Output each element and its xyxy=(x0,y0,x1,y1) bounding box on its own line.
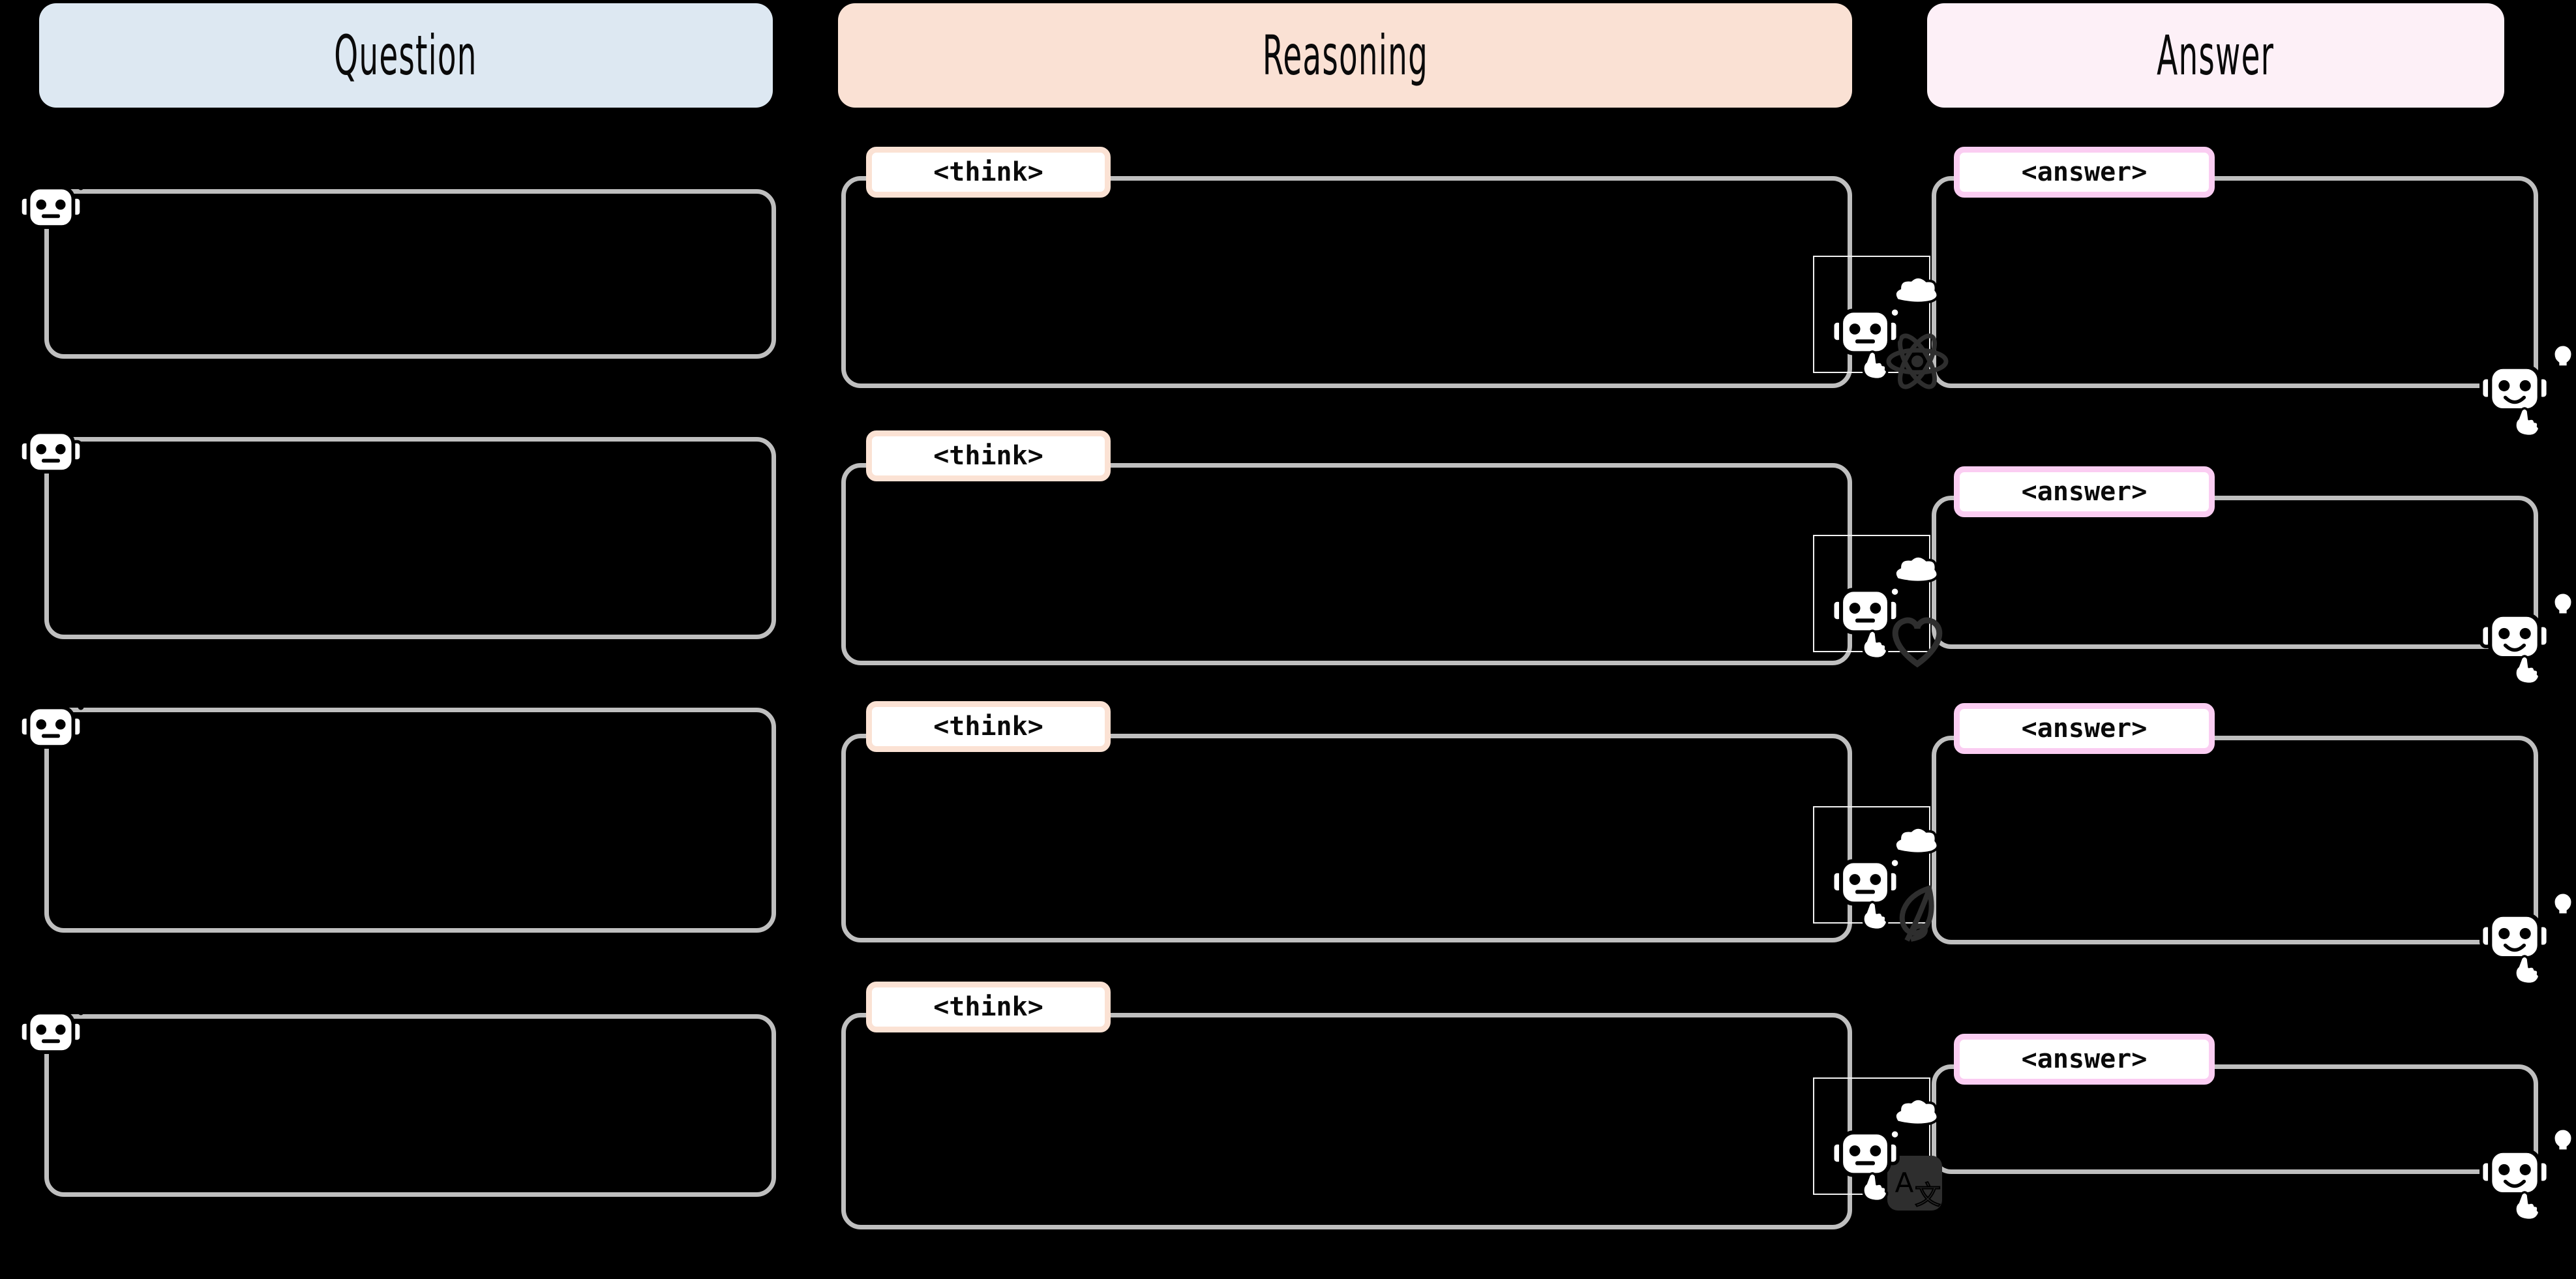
column-header-question: Question xyxy=(39,3,773,108)
robot-thinking-icon xyxy=(1818,1083,1949,1207)
think-tag-label: <think> xyxy=(933,992,1043,1022)
answer-tag-label: <answer> xyxy=(2021,157,2148,187)
column-header-answer: Answer xyxy=(1927,3,2504,108)
robot-question-icon xyxy=(7,667,117,777)
answer-box[interactable] xyxy=(1932,176,2538,388)
question-text xyxy=(49,1019,771,1053)
robot-thinking-icon xyxy=(1818,540,1949,664)
robot-answer-idea-icon xyxy=(2466,1099,2576,1229)
robot-question-icon xyxy=(7,147,117,258)
robot-question-icon xyxy=(7,972,117,1083)
answer-box[interactable] xyxy=(1932,736,2538,944)
reasoning-box[interactable] xyxy=(841,176,1852,388)
answer-tag-label: <answer> xyxy=(2021,714,2148,744)
question-box[interactable] xyxy=(44,1014,776,1197)
answer-tag[interactable]: <answer> xyxy=(1954,1034,2215,1085)
robot-question-icon xyxy=(7,391,117,502)
answer-box[interactable] xyxy=(1932,496,2538,649)
column-header-question-label: Question xyxy=(334,23,478,87)
robot-thinking-icon xyxy=(1818,261,1949,385)
question-box[interactable] xyxy=(44,189,776,359)
robot-answer-idea-icon xyxy=(2466,563,2576,693)
column-header-reasoning: Reasoning xyxy=(838,3,1852,108)
think-tag[interactable]: <think> xyxy=(866,147,1111,198)
column-header-reasoning-label: Reasoning xyxy=(1262,23,1428,87)
think-tag-label: <think> xyxy=(933,441,1043,471)
think-tag[interactable]: <think> xyxy=(866,701,1111,752)
think-tag-label: <think> xyxy=(933,157,1043,187)
question-text xyxy=(49,442,771,475)
question-box[interactable] xyxy=(44,437,776,639)
think-tag[interactable]: <think> xyxy=(866,982,1111,1032)
answer-tag-label: <answer> xyxy=(2021,477,2148,507)
reasoning-box[interactable] xyxy=(841,1013,1852,1229)
robot-answer-idea-icon xyxy=(2466,315,2576,445)
think-tag-label: <think> xyxy=(933,712,1043,742)
answer-tag[interactable]: <answer> xyxy=(1954,147,2215,198)
robot-thinking-icon xyxy=(1818,811,1949,935)
question-box[interactable] xyxy=(44,708,776,933)
column-header-answer-label: Answer xyxy=(2157,23,2275,87)
answer-tag-label: <answer> xyxy=(2021,1044,2148,1074)
answer-tag[interactable]: <answer> xyxy=(1954,703,2215,754)
answer-tag[interactable]: <answer> xyxy=(1954,466,2215,517)
reasoning-box[interactable] xyxy=(841,463,1852,665)
question-text xyxy=(49,194,771,228)
think-tag[interactable]: <think> xyxy=(866,430,1111,481)
reasoning-box[interactable] xyxy=(841,734,1852,942)
question-text xyxy=(49,712,771,746)
robot-answer-idea-icon xyxy=(2466,863,2576,993)
